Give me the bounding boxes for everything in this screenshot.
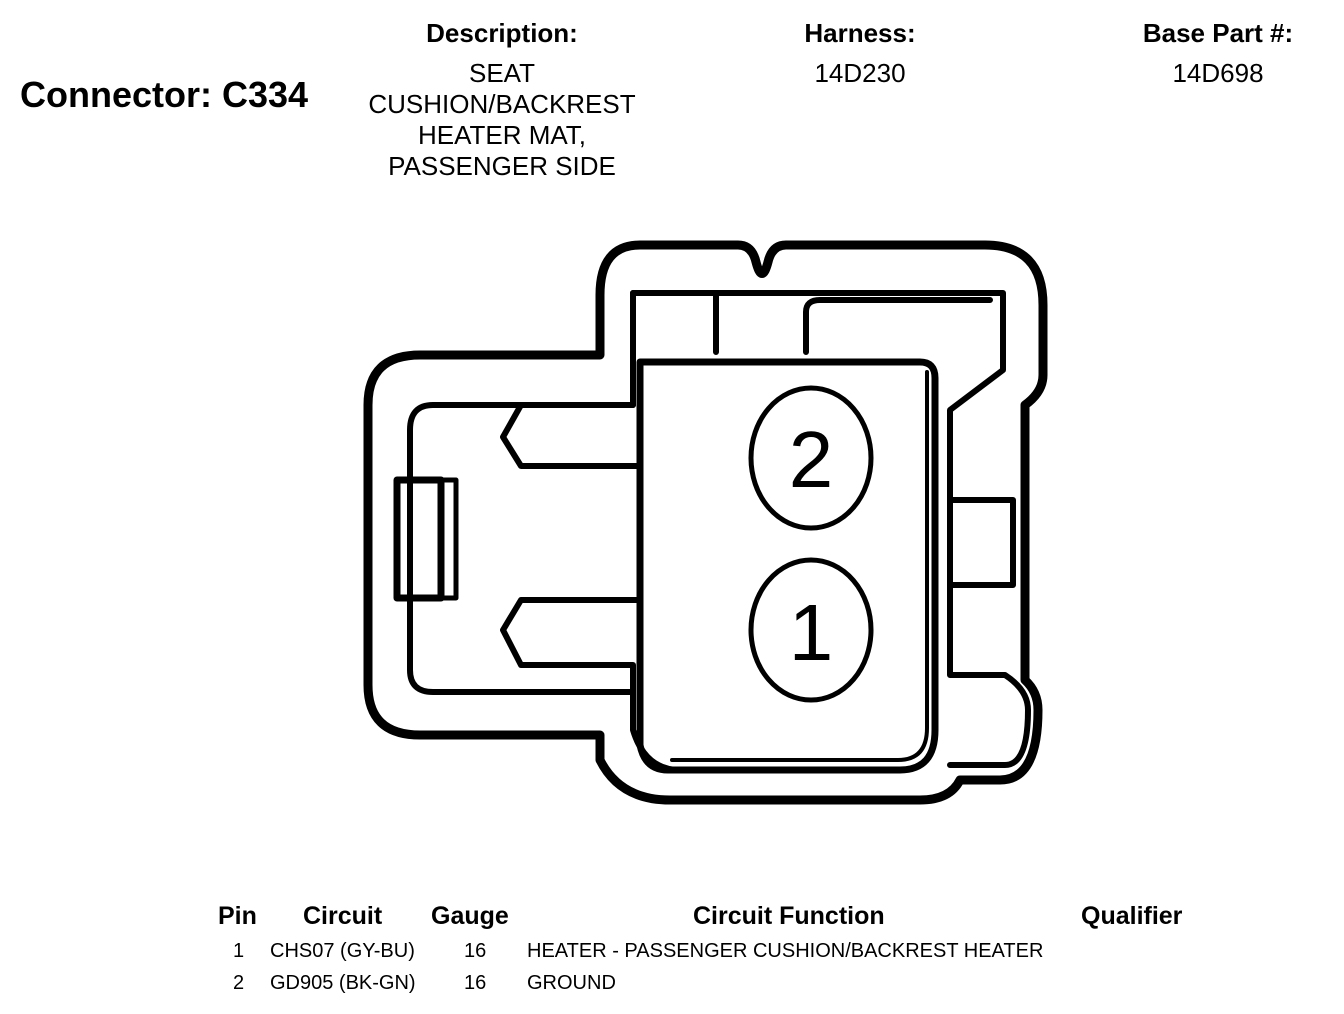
base-part-value: 14D698 (1172, 58, 1264, 88)
description-line: HEATER MAT, (417, 120, 587, 150)
top-latch-tab-left (630, 290, 719, 355)
cell-function: HEATER - PASSENGER CUSHION/BACKREST HEAT… (527, 940, 1044, 962)
left-slot-upper (500, 402, 643, 469)
description-label: Description: (426, 18, 578, 48)
col-header-circuit-function: Circuit Function (693, 902, 885, 930)
cell-circuit: GD905 (BK-GN) (270, 972, 416, 994)
description-value: SEAT CUSHION/BACKREST HEATER MAT, PASSEN… (352, 58, 652, 182)
connector-title: Connector: C334 (20, 74, 309, 115)
pin-number-1: 1 (789, 588, 834, 677)
description-line: CUSHION/BACKREST (368, 89, 636, 119)
pin-body (636, 358, 939, 774)
cell-pin: 1 (233, 940, 245, 962)
harness-label: Harness: (804, 18, 916, 48)
description-line: PASSENGER SIDE (388, 151, 616, 181)
connector-outer-housing (363, 240, 1048, 805)
cell-function: GROUND (527, 972, 616, 994)
harness-value: 14D230 (814, 58, 906, 88)
description-line: SEAT (469, 58, 535, 88)
left-latch-edge (438, 477, 459, 601)
left-latch (393, 476, 445, 602)
pin-cavity-2 (748, 385, 874, 531)
pin-number-2: 2 (789, 415, 834, 504)
col-header-pin: Pin (218, 902, 257, 930)
col-header-qualifier: Qualifier (1081, 902, 1183, 930)
pin-cavity-1 (748, 557, 874, 703)
base-part-label: Base Part #: (1142, 18, 1294, 48)
cell-gauge: 16 (464, 940, 487, 962)
col-header-gauge: Gauge (431, 902, 509, 930)
left-slot-lower (500, 597, 643, 695)
cell-circuit: CHS07 (GY-BU) (270, 940, 415, 962)
connector-inner-housing (407, 290, 1031, 773)
col-header-circuit: Circuit (303, 902, 383, 930)
cell-gauge: 16 (464, 972, 487, 994)
pin-body-inner-edge (670, 370, 929, 762)
top-latch-tab-right (803, 297, 993, 355)
cell-pin: 2 (233, 972, 245, 994)
